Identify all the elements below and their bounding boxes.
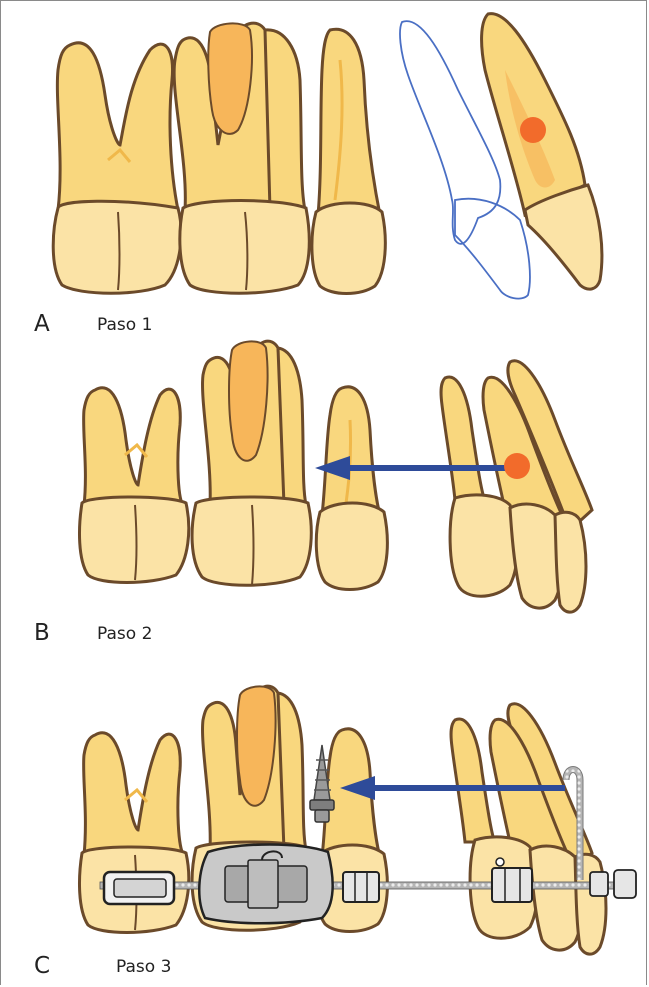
displaced-canine-a bbox=[482, 14, 602, 290]
premolar-bracket bbox=[343, 872, 379, 902]
panel-c bbox=[80, 686, 636, 954]
panel-letter-c: C bbox=[34, 953, 50, 979]
step-label-b: Paso 2 bbox=[97, 624, 152, 644]
molar-2-b bbox=[192, 341, 311, 585]
step-label-c: Paso 3 bbox=[116, 957, 171, 977]
molar-band-1 bbox=[104, 872, 174, 904]
anchor-marker-b bbox=[504, 453, 530, 479]
premolar-b bbox=[316, 387, 387, 590]
panel-letter-b: B bbox=[34, 620, 50, 646]
panel-b bbox=[80, 341, 592, 612]
anchor-marker bbox=[520, 117, 546, 143]
molar-1-a bbox=[53, 43, 181, 293]
molar-band-2 bbox=[199, 845, 332, 924]
panel-a bbox=[53, 14, 602, 299]
molar-1-b bbox=[80, 388, 189, 583]
panel-letter-a: A bbox=[34, 311, 50, 337]
step-label-a: Paso 1 bbox=[97, 315, 152, 335]
premolar-a bbox=[312, 29, 385, 293]
distalization-arrow-b bbox=[315, 456, 515, 480]
molar-2-a bbox=[174, 23, 309, 293]
canine-group-b bbox=[441, 361, 592, 612]
